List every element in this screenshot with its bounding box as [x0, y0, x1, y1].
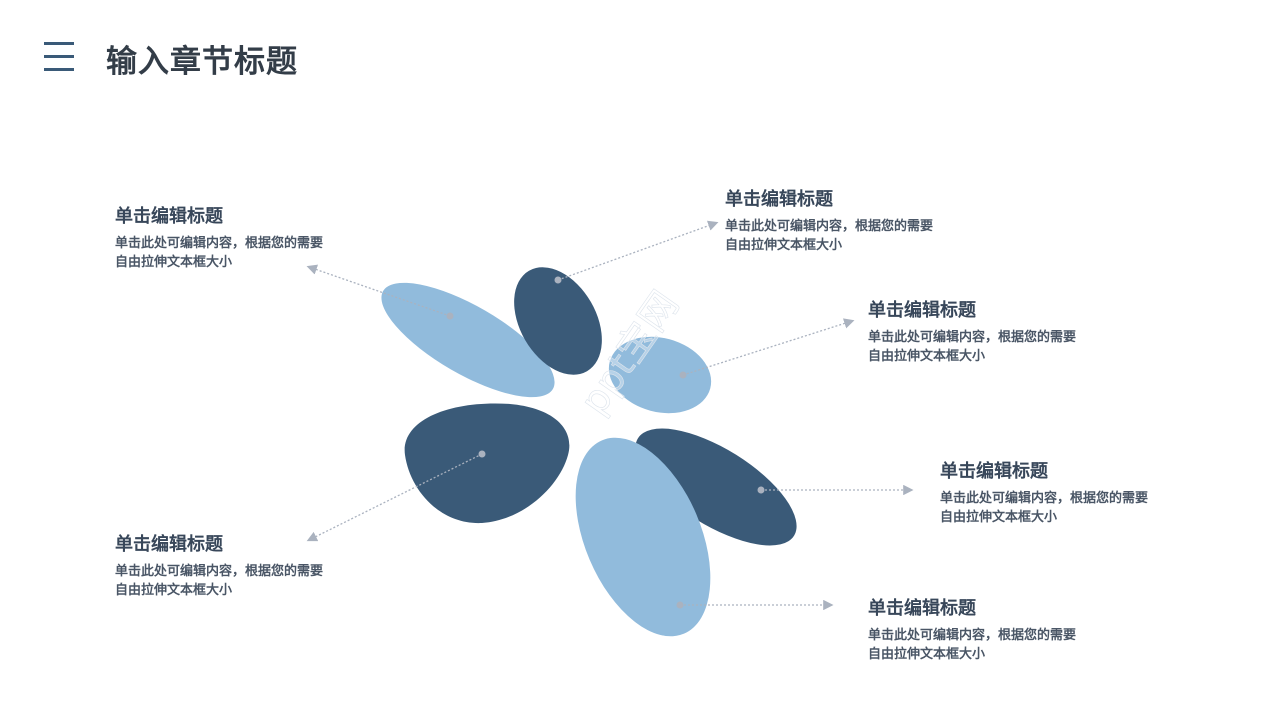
- anchor-dot-1: [446, 312, 454, 320]
- petal-top-left: [381, 282, 555, 398]
- label-right-lower: 单击编辑标题 单击此处可编辑内容，根据您的需要 自由拉伸文本框大小: [940, 457, 1230, 527]
- connector-2: [557, 220, 719, 281]
- label-title: 单击编辑标题: [115, 534, 223, 555]
- label-description-line2: 自由拉伸文本框大小: [115, 583, 233, 598]
- connector-4: [306, 453, 483, 542]
- label-right-upper: 单击编辑标题 单击此处可编辑内容，根据您的需要 自由拉伸文本框大小: [868, 296, 1158, 366]
- page-title: 输入章节标题: [106, 44, 298, 80]
- petal-right-lower: [635, 428, 797, 546]
- petal-bottom: [575, 437, 711, 637]
- label-top-left: 单击编辑标题 单击此处可编辑内容，根据您的需要 自由拉伸文本框大小: [115, 202, 405, 272]
- petal-top-center: [514, 267, 602, 375]
- anchor-dot-3: [679, 371, 687, 379]
- label-description-line1: 单击此处可编辑内容，根据您的需要: [115, 564, 324, 579]
- connector-3: [682, 318, 855, 376]
- label-description-line1: 单击此处可编辑内容，根据您的需要: [868, 628, 1077, 643]
- petal-left-lower: [404, 403, 570, 524]
- label-description-line2: 自由拉伸文本框大小: [115, 255, 233, 270]
- connector-1: [306, 264, 451, 317]
- label-title: 单击编辑标题: [940, 461, 1048, 482]
- label-title: 单击编辑标题: [115, 206, 223, 227]
- label-description-line2: 自由拉伸文本框大小: [868, 349, 986, 364]
- label-title: 单击编辑标题: [868, 300, 976, 321]
- anchor-dot-2: [554, 276, 562, 284]
- label-bottom-right: 单击编辑标题 单击此处可编辑内容，根据您的需要 自由拉伸文本框大小: [868, 594, 1158, 664]
- label-title: 单击编辑标题: [725, 189, 833, 210]
- anchor-dot-6: [676, 601, 684, 609]
- petal-right-upper: [608, 336, 712, 414]
- label-description-line1: 单击此处可编辑内容，根据您的需要: [725, 219, 934, 234]
- label-description-line1: 单击此处可编辑内容，根据您的需要: [940, 491, 1149, 506]
- label-description-line1: 单击此处可编辑内容，根据您的需要: [115, 236, 324, 251]
- menu-lines-icon: [44, 42, 74, 72]
- anchor-dot-4: [478, 450, 486, 458]
- label-description-line2: 自由拉伸文本框大小: [725, 238, 843, 253]
- label-top-right: 单击编辑标题 单击此处可编辑内容，根据您的需要 自由拉伸文本框大小: [725, 185, 1015, 255]
- label-description-line1: 单击此处可编辑内容，根据您的需要: [868, 330, 1077, 345]
- label-description-line2: 自由拉伸文本框大小: [868, 647, 986, 662]
- label-title: 单击编辑标题: [868, 598, 976, 619]
- label-bottom-left: 单击编辑标题 单击此处可编辑内容，根据您的需要 自由拉伸文本框大小: [115, 530, 405, 600]
- anchor-dot-5: [757, 486, 765, 494]
- label-description-line2: 自由拉伸文本框大小: [940, 510, 1058, 525]
